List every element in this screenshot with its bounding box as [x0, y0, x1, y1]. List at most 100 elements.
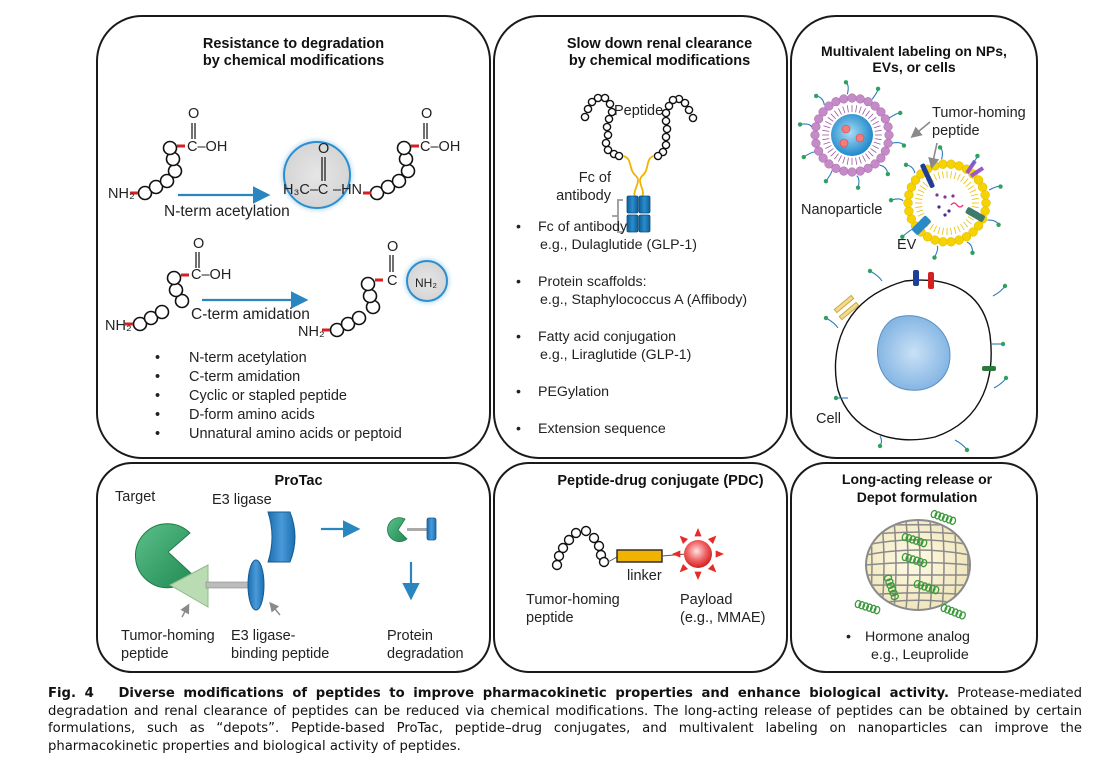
label-line1: Tumor-homing — [932, 105, 1026, 121]
bullet-item: •Protein scaffolds:e.g., Staphylococcus … — [516, 274, 748, 308]
bullet-example: e.g., Dulaglutide (GLP-1) — [540, 237, 697, 253]
peptide-helix — [901, 532, 928, 548]
lipid-head — [876, 153, 886, 163]
caption-title: Diverse modifications of peptides to imp… — [118, 686, 949, 701]
label-c-oh-right: C–OH — [420, 139, 461, 155]
peptide-tip — [867, 268, 873, 274]
caption-label: Fig. 4 — [48, 686, 94, 701]
lipid-head — [980, 190, 990, 200]
label-c-term-amidation: C-term amidation — [191, 306, 310, 323]
drug-cargo — [855, 133, 865, 143]
fc-peptide-diagram — [580, 93, 698, 233]
receptor-yellow — [833, 294, 860, 321]
label-fc-of-antibody: Fc of antibody — [545, 169, 611, 205]
payload-ray — [672, 550, 681, 558]
bullet-text: N-term acetylation — [189, 350, 307, 366]
membrane-protein — [911, 215, 931, 235]
bullet-text: Cyclic or stapled peptide — [189, 388, 347, 404]
label-c-oh: C–OH — [187, 139, 228, 155]
drug-cargo — [841, 124, 851, 134]
peptide-tip — [833, 395, 839, 401]
lipid-head — [910, 175, 921, 185]
label-ev: EV — [897, 237, 917, 253]
label-o-2: O — [193, 236, 205, 252]
linker-left — [622, 155, 639, 198]
bullet-item: •C-term amidation — [155, 369, 301, 385]
label-o: O — [188, 106, 200, 122]
label-amide-c: C — [387, 273, 398, 289]
lipid-head — [818, 107, 828, 117]
payload-ray — [694, 528, 702, 537]
panel-title-line1: Slow down renal clearance — [566, 36, 753, 52]
bullet-text: C-term amidation — [189, 369, 301, 385]
payload-ray — [694, 571, 702, 580]
depot-diagram — [854, 509, 971, 620]
lipid-head — [824, 159, 834, 169]
lipid-head — [883, 122, 893, 132]
peptide-tip — [964, 447, 970, 453]
label-cell: Cell — [816, 411, 841, 427]
label-amide-nh2: NH₂ — [415, 276, 437, 290]
c-term-amidation-diagram — [125, 252, 449, 338]
label-n-term-acetylation: N-term acetylation — [164, 203, 290, 220]
peptide-helix — [901, 552, 928, 568]
lipid-head — [973, 221, 984, 231]
label-line2: peptide — [526, 610, 574, 626]
peptide-tip — [1000, 341, 1006, 347]
bullet-text: Fc of antibody — [538, 219, 628, 235]
protac-diagram — [134, 511, 437, 618]
bullet-text: Unnatural amino acids or peptoid — [189, 426, 402, 442]
membrane-protein — [920, 163, 935, 188]
amide-highlight-circle — [406, 260, 448, 302]
pointer-arrow — [910, 121, 931, 139]
peptide-helix — [854, 599, 881, 615]
mesh-line — [867, 549, 969, 556]
caption-body: Protease-mediated degradation and renal … — [48, 686, 1082, 754]
bullet-item: •PEGylation — [516, 383, 747, 401]
label-payload: Payload (e.g., MMAE) — [680, 591, 765, 627]
lipid-head — [973, 175, 984, 185]
peptide-tip — [877, 443, 883, 449]
bullet-text: Extension sequence — [538, 421, 666, 437]
label-acetyl-group: H₃C–C — [283, 182, 329, 198]
label-nh2-2: NH₂ — [105, 318, 132, 334]
receptor-green — [982, 366, 996, 371]
ev-cargo — [943, 213, 947, 217]
panel-depot-formulation: Long-acting release or Depot formulation — [790, 462, 1038, 673]
ev-icon — [888, 145, 1003, 260]
label-fc-line1: Fc of — [578, 170, 611, 186]
lipid-head — [922, 232, 933, 242]
lipid-head — [876, 107, 886, 117]
bullet-item: •Extension sequence — [516, 420, 747, 438]
cell-icon — [833, 270, 996, 441]
peptide-chain-right-bottom — [329, 276, 381, 338]
lipid-head — [863, 97, 873, 107]
panel-title-line2: Depot formulation — [856, 489, 978, 505]
receptor-red — [928, 272, 934, 289]
payload-ray — [707, 535, 717, 545]
peptide-tip — [1002, 283, 1008, 289]
e3-binding-peptide-icon — [247, 559, 265, 611]
pointer-arrow — [928, 142, 940, 170]
peptide-chain-right-arm — [653, 94, 698, 161]
panel-title-line1: Resistance to degradation — [202, 36, 385, 52]
lipid-head — [824, 101, 834, 111]
payload-rays — [672, 528, 724, 580]
bullet-item: •Cyclic or stapled peptide — [155, 388, 347, 404]
peptide-tip — [823, 315, 829, 321]
peptide-helices — [854, 509, 966, 620]
payload-ray — [679, 563, 689, 573]
label-peptide: Peptide — [614, 103, 664, 119]
fc-bracket — [612, 199, 623, 233]
drug-cargo — [839, 138, 849, 148]
complex-e3-icon — [426, 517, 437, 541]
nanoparticle-icon — [797, 80, 907, 190]
label-o-right: O — [421, 106, 433, 122]
label-fc-line2: antibody — [556, 188, 611, 204]
ev-cargo — [943, 195, 947, 199]
